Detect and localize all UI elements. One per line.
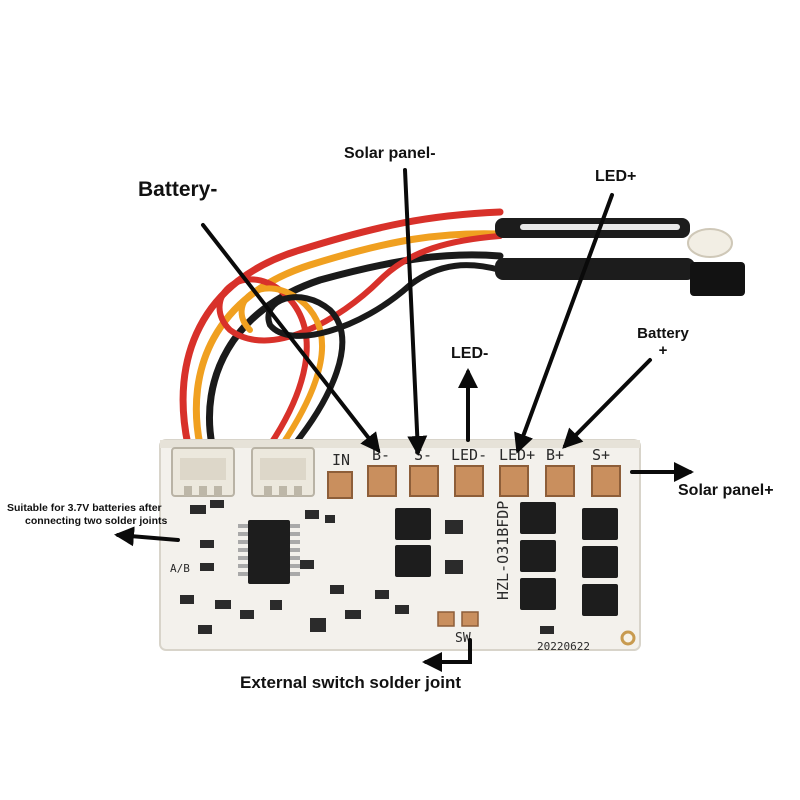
sw-pads — [437, 611, 479, 627]
wire-bundle — [179, 208, 504, 449]
label-battery-plus-line2: + — [658, 342, 668, 359]
arrow-solar-minus — [403, 168, 428, 456]
red-wire — [179, 208, 504, 449]
label-ab-note: Suitable for 3.7V batteries after connec… — [7, 502, 167, 528]
label-battery-minus: Battery- — [138, 178, 218, 201]
led-bulb — [687, 228, 733, 258]
label-ab-note-line2: connecting two solder joints — [25, 515, 168, 527]
orange-wire — [192, 230, 504, 449]
arrow-external-switch — [422, 638, 472, 672]
silk-ab-label: A/B — [170, 562, 190, 575]
label-external-switch: External switch solder joint — [240, 673, 462, 692]
light-sensor — [690, 262, 745, 296]
silk-in-label: IN — [332, 451, 350, 469]
jst-connector-2 — [251, 447, 315, 497]
ic-dip-main — [248, 520, 290, 584]
smd-components — [180, 500, 554, 634]
jst-connector-1 — [171, 447, 235, 497]
black-wire — [206, 251, 504, 449]
ic-pins-main — [238, 524, 300, 576]
label-solar-panel-plus: Solar panel+ — [678, 482, 774, 499]
annotation-arrows — [114, 168, 694, 672]
solder-pads — [327, 465, 621, 499]
label-ab-note-line1: Suitable for 3.7V batteries after — [7, 502, 162, 514]
pad-label-led-minus: LED- — [451, 446, 487, 464]
label-led-plus: LED+ — [595, 168, 637, 185]
arrow-ab-note — [114, 526, 180, 547]
sensor-sleeve — [495, 258, 695, 280]
arrow-battery-plus — [562, 358, 652, 449]
label-battery-plus-line1: Battery — [637, 325, 689, 342]
label-led-minus: LED- — [451, 345, 489, 362]
red-wire-2 — [216, 233, 503, 448]
black-wire-2 — [265, 262, 503, 448]
pad-label-b-plus: B+ — [546, 446, 564, 464]
arrow-led-plus — [514, 193, 614, 454]
mosfet-chips — [395, 502, 618, 616]
pad-label-s-plus: S+ — [592, 446, 610, 464]
led-assembly — [495, 218, 745, 296]
silk-model-code: HZL-O31BFDP — [494, 501, 512, 600]
pcb-board: IN B- S- LED- LED+ B+ S+ — [159, 439, 641, 653]
label-solar-panel-minus: Solar panel- — [344, 145, 436, 162]
silk-date-code: 20220622 — [537, 640, 590, 653]
silk-sw-label: SW — [455, 631, 471, 646]
mounting-hole — [620, 630, 636, 646]
arrow-battery-minus — [201, 223, 381, 454]
label-battery-plus: Battery + — [633, 325, 693, 359]
